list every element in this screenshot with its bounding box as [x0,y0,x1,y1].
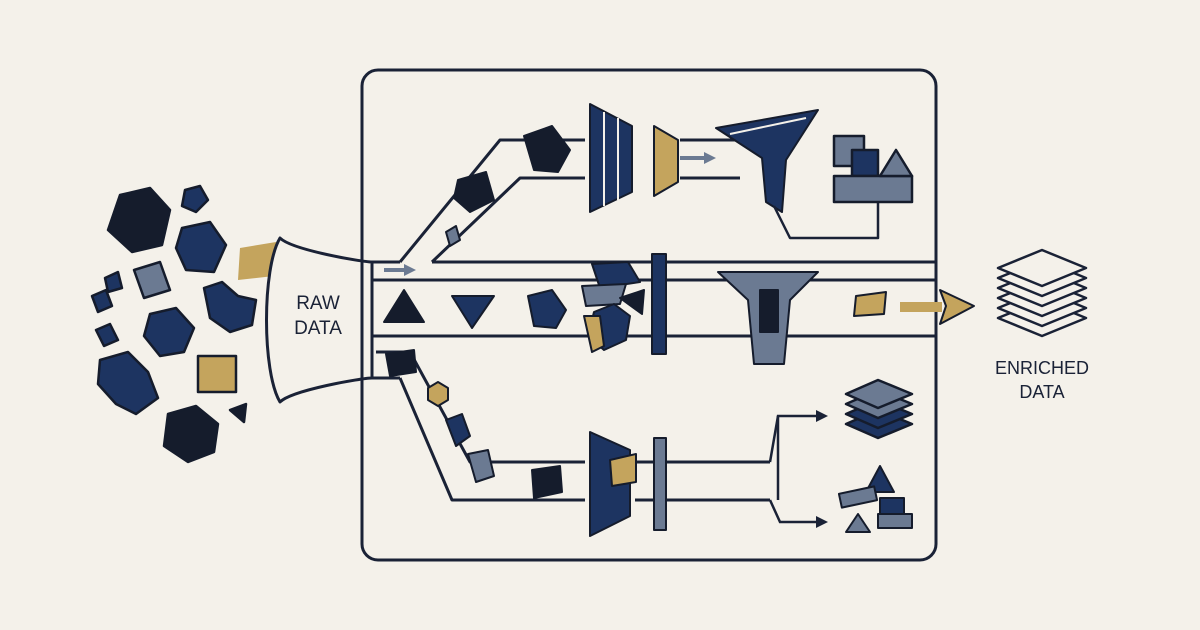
input-label-line1: RAW [296,293,340,314]
layer-stack-icon [844,378,914,440]
raw-shapes-cluster [90,184,258,464]
enriched-stack-icon [996,248,1088,338]
mixed-shapes-icon [837,465,913,533]
bottom-branch-items [385,349,667,537]
output-label-line2: DATA [1019,382,1064,402]
gold-chip [238,242,276,280]
intake-funnel: RAW DATA [265,236,374,404]
top-branch-items [445,103,880,247]
bottom-split-arrows [768,410,828,528]
bottom-branch-pipe [376,350,770,502]
block-stack-icon [832,134,914,204]
output-label-line1: ENRICHED [995,358,1089,378]
process-box [360,68,938,562]
middle-pipe-items [383,253,975,365]
input-label-line2: DATA [294,318,342,339]
